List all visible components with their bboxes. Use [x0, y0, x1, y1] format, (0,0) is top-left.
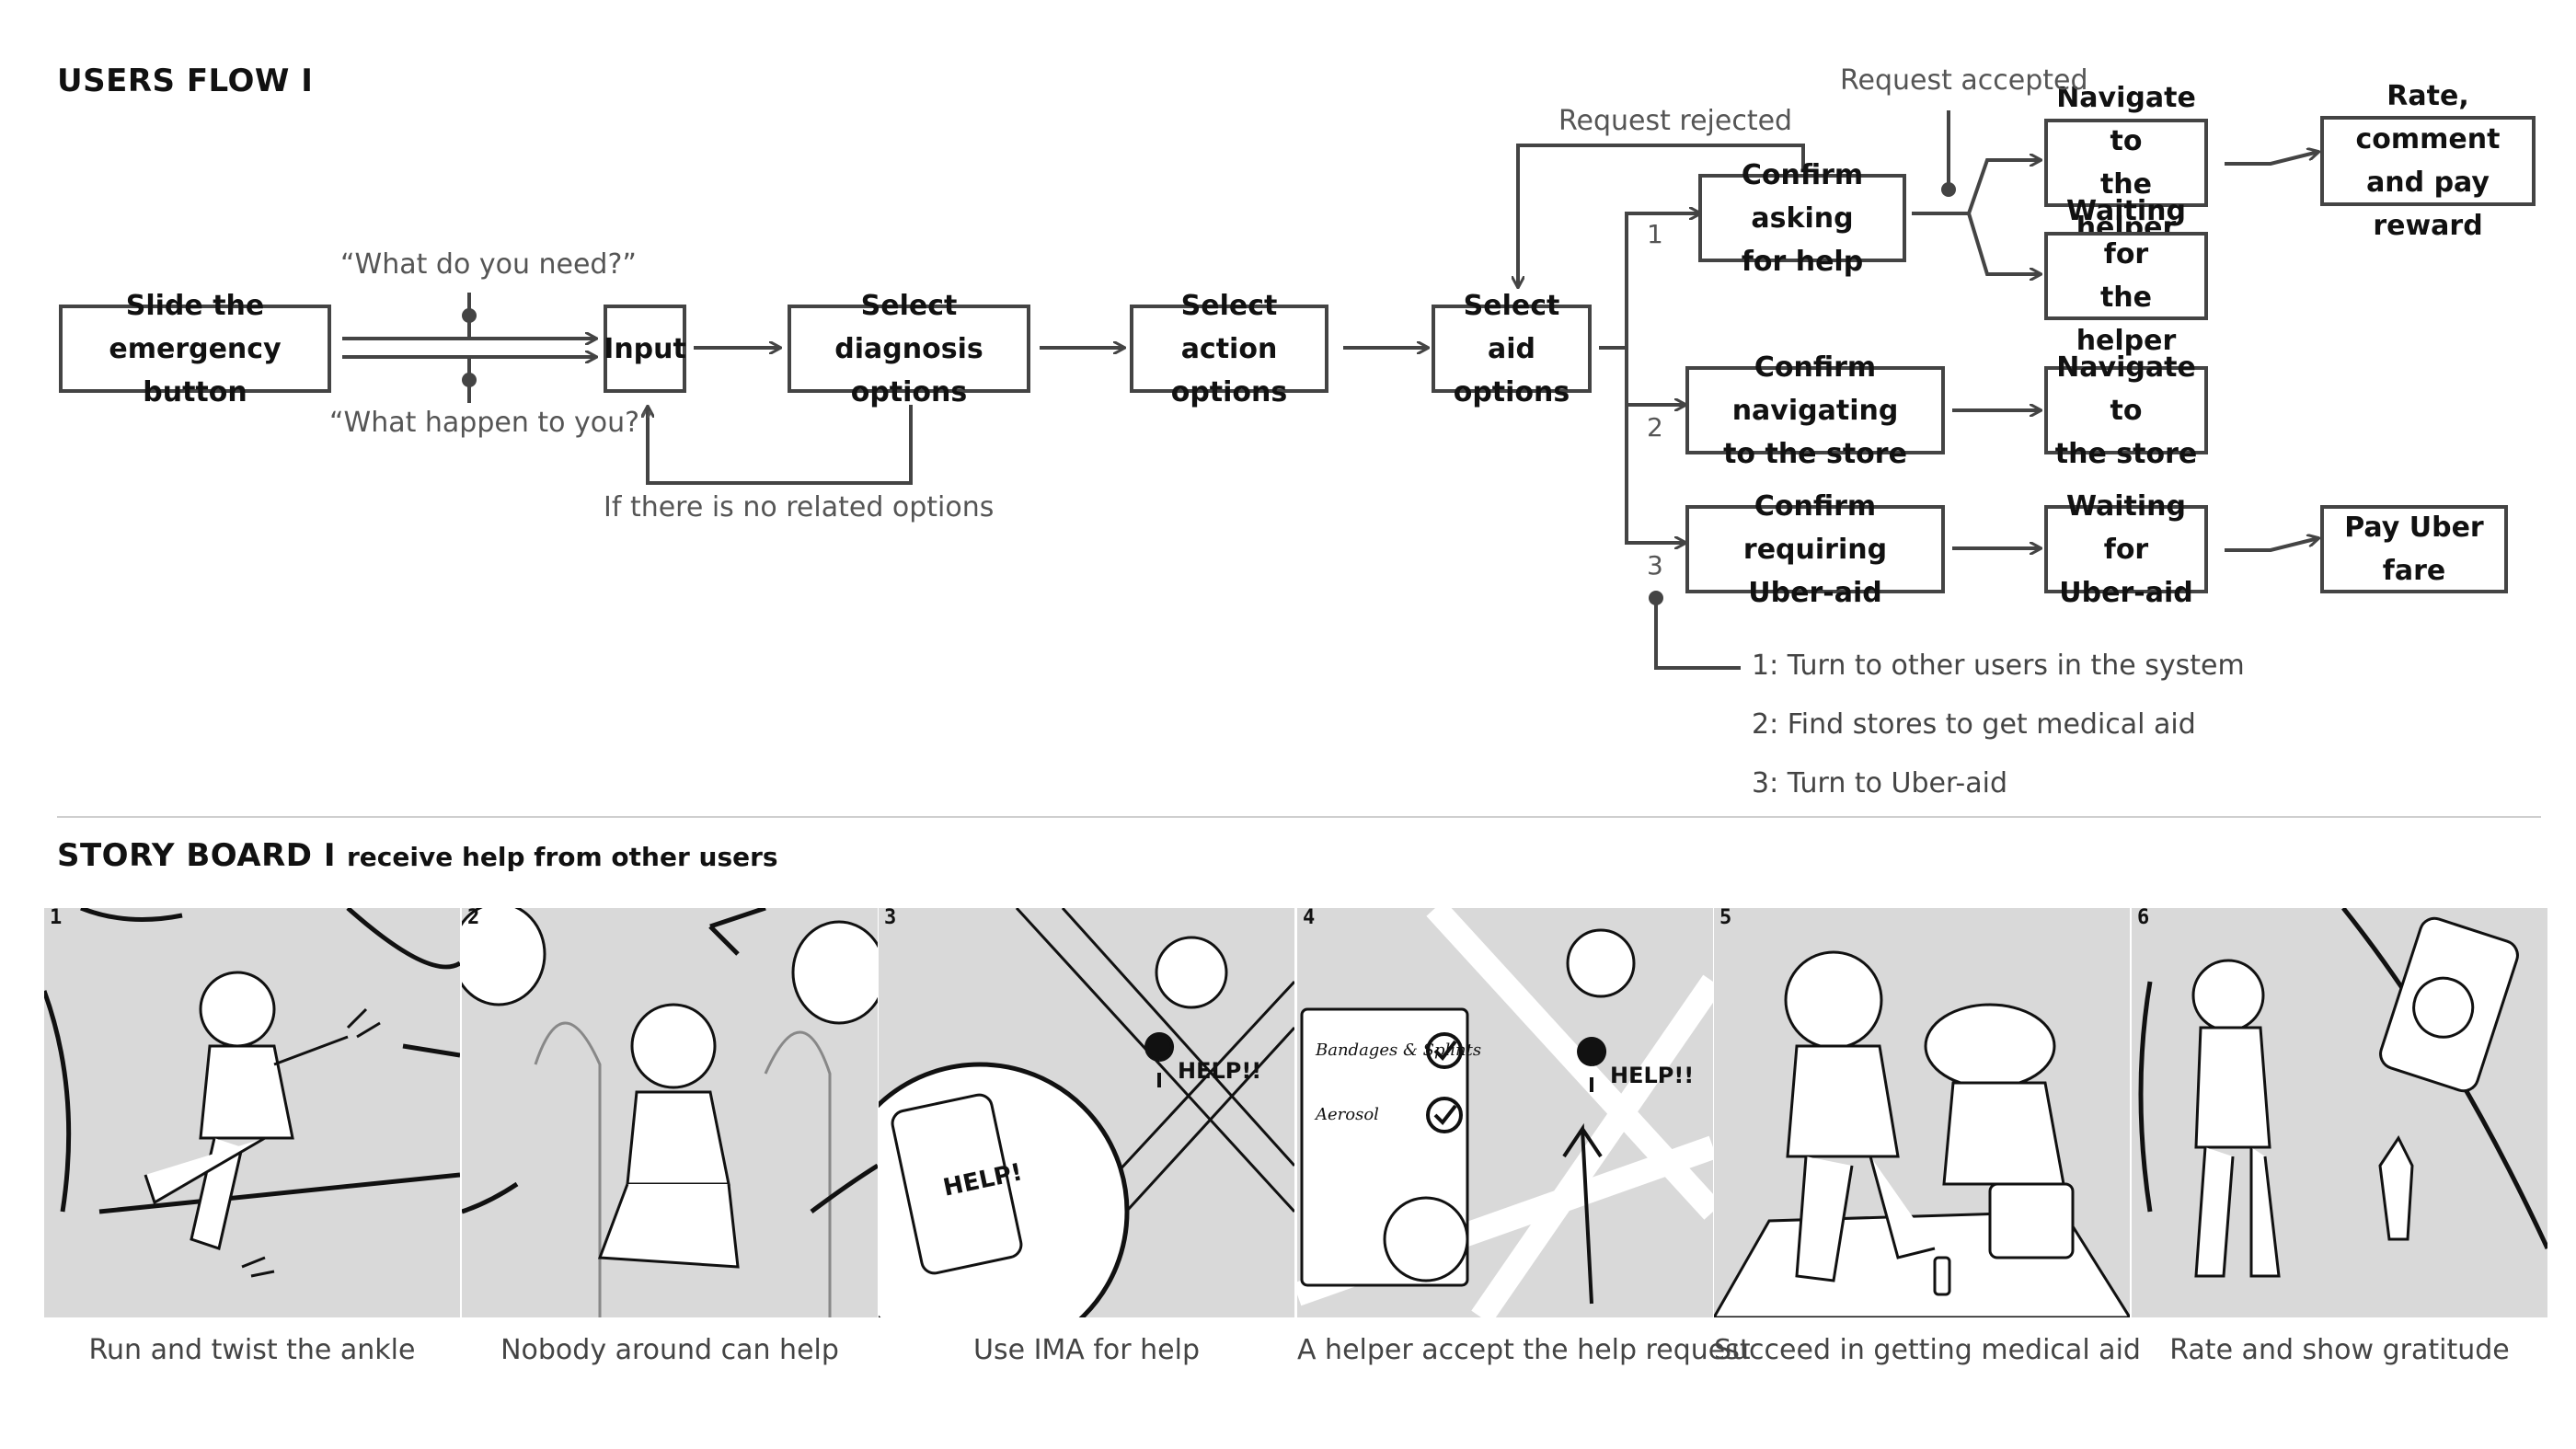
- arrow-to-navigate-helper: [1967, 160, 2041, 214]
- node-pay-uber: Pay Uber fare: [2320, 505, 2508, 593]
- panel-number: 1: [50, 908, 63, 929]
- loop-no-options: [648, 405, 913, 485]
- panel-2-illustration: [462, 908, 878, 1317]
- storyboard-title: STORY BOARD I receive help from other use…: [57, 837, 778, 874]
- panel-4-illustration: Bandages & Splints Aerosol HELP!!: [1297, 908, 1713, 1317]
- storyboard-panel-3: 3 HELP! HELP!!: [879, 908, 1294, 1317]
- node-confirm-help: Confirm asking for help: [1698, 159, 1906, 278]
- caption-panel-2: Nobody around can help: [500, 1334, 839, 1366]
- node-waiting-helper: Waiting for the helper: [2044, 195, 2208, 357]
- caption-panel-1: Run and twist the ankle: [88, 1334, 416, 1366]
- label-what-need: “What do you need?”: [340, 248, 637, 281]
- label-request-rejected: Request rejected: [1558, 105, 1793, 137]
- panel-6-illustration: [2138, 908, 2547, 1278]
- caption-panel-5: Succeed in getting medical aid: [1714, 1334, 2141, 1366]
- arrow-to-waiting-helper: [1967, 213, 2041, 274]
- storyboard-panel-6: 6: [2132, 908, 2547, 1317]
- storyboard-panel-1: 1: [44, 908, 460, 1317]
- node-confirm-uber: Confirm requiring Uber-aid: [1685, 490, 1945, 609]
- storyboard-panel-5: 5: [1714, 908, 2130, 1317]
- caption-panel-4: A helper accept the help request: [1297, 1334, 1751, 1366]
- storyboard-subtitle: receive help from other users: [346, 842, 778, 872]
- legend-item-3: 3: Turn to Uber-aid: [1752, 767, 2007, 799]
- node-waiting-uber: Waiting for Uber-aid: [2044, 490, 2208, 609]
- aerosol-label: Aerosol: [1314, 1105, 1379, 1124]
- node-select-diagnosis: Select diagnosis options: [788, 290, 1030, 408]
- branch-2: [1625, 348, 1685, 405]
- users-flow-title: USERS FLOW I: [57, 63, 314, 99]
- panel-number: 2: [467, 908, 480, 929]
- branch-1: [1625, 213, 1700, 348]
- caption-panel-6: Rate and show gratitude: [2169, 1334, 2510, 1366]
- node-select-aid: Select aid options: [1432, 290, 1592, 408]
- legend-item-1: 1: Turn to other users in the system: [1752, 650, 2245, 682]
- panel-number: 5: [1719, 908, 1732, 929]
- node-confirm-store: Confirm navigating to the store: [1685, 351, 1945, 470]
- branch-number-2: 2: [1647, 412, 1663, 443]
- map-help-text: HELP!!: [1178, 1058, 1261, 1084]
- node-rate-comment: Rate, comment and pay reward: [2320, 80, 2536, 242]
- panel-5-illustration: [1714, 950, 2130, 1317]
- storyboard-heading: STORY BOARD I: [57, 837, 336, 874]
- node-slide-emergency: Slide the emergency button: [59, 290, 331, 408]
- node-navigate-store: Navigate to the store: [2044, 351, 2208, 470]
- label-no-options: If there is no related options: [604, 491, 995, 523]
- panel-number: 4: [1303, 908, 1316, 929]
- branch-number-3: 3: [1647, 550, 1663, 581]
- branch-number-1: 1: [1647, 219, 1663, 249]
- node-select-action: Select action options: [1130, 290, 1328, 408]
- panel-number: 3: [884, 908, 897, 929]
- node-input: Input: [604, 305, 686, 393]
- map-help-text-2: HELP!!: [1610, 1063, 1694, 1088]
- label-what-happen: “What happen to you?”: [329, 407, 654, 439]
- flow-connectors: [342, 110, 2576, 670]
- storyboard-panel-2: 2: [462, 908, 878, 1317]
- arrow-to-pay-uber: [2225, 538, 2318, 552]
- section-divider: [57, 816, 2541, 818]
- loop-request-rejected: [1518, 144, 1805, 287]
- panel-1-illustration: [44, 908, 460, 1278]
- storyboard-panel-4: 4 Bandages & Splints Aerosol HELP!!: [1297, 908, 1713, 1317]
- panel-number: 6: [2137, 908, 2150, 929]
- branch-3: [1625, 348, 1685, 543]
- caption-panel-3: Use IMA for help: [972, 1334, 1200, 1366]
- bandages-label: Bandages & Splints: [1315, 1041, 1481, 1060]
- arrow-to-rate: [2225, 152, 2318, 166]
- legend-item-2: 2: Find stores to get medical aid: [1752, 708, 2196, 741]
- panel-3-illustration: HELP! HELP!!: [879, 908, 1294, 1317]
- label-request-accepted: Request accepted: [1840, 64, 2088, 97]
